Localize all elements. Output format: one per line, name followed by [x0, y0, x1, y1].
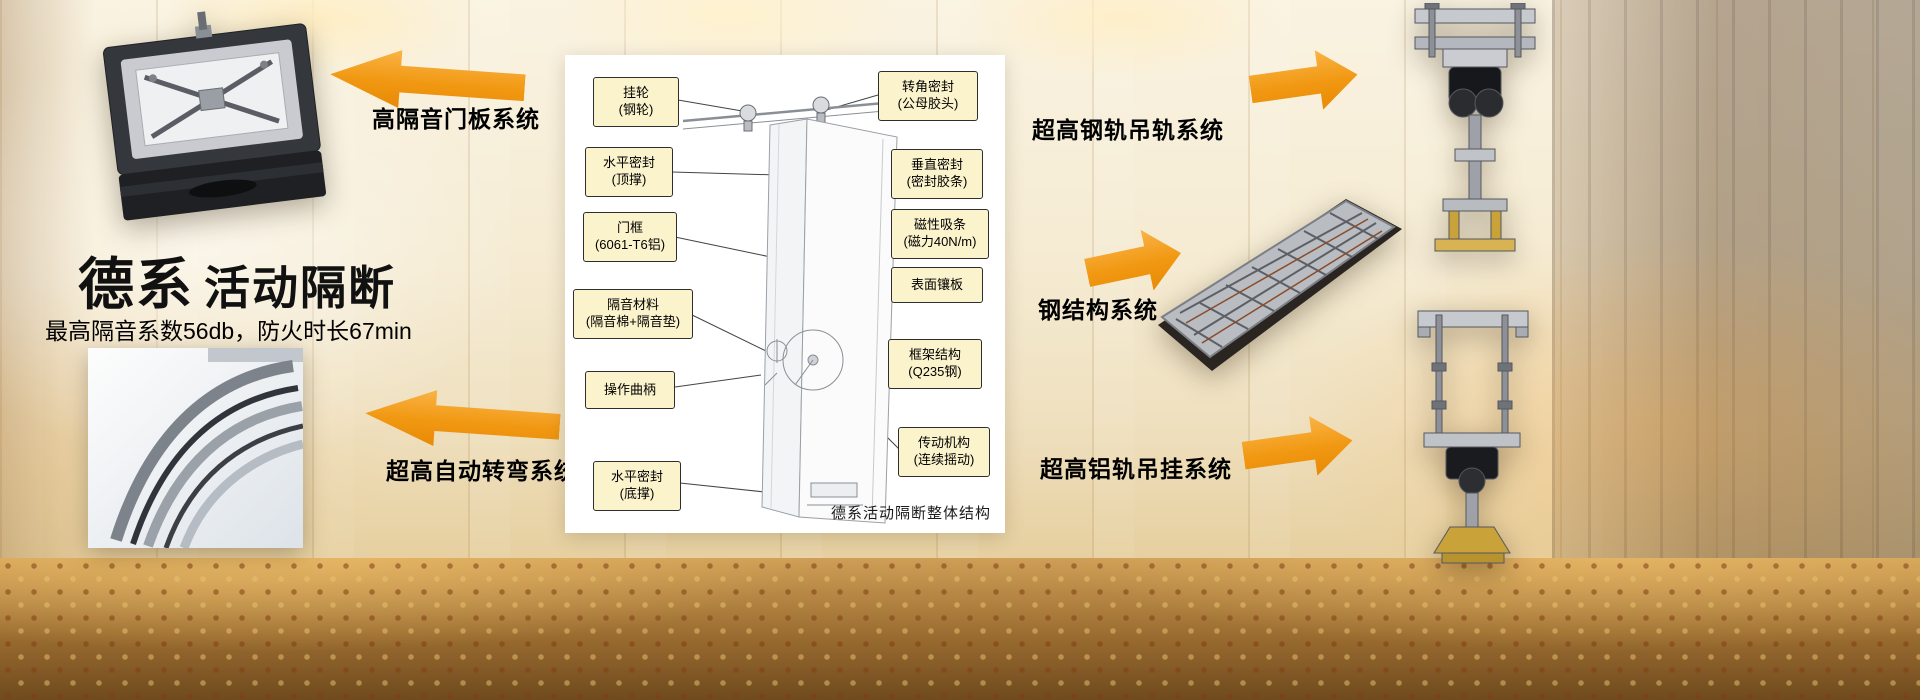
label-steel-structure-system: 钢结构系统: [1038, 297, 1158, 323]
page-title: 德系活动隔断: [78, 240, 396, 321]
door-panel-mechanism-photo: [95, 5, 335, 245]
steel-structure-photo: [1150, 185, 1405, 375]
tagline: 最高隔音系数56db，防火时长67min: [45, 318, 412, 344]
callout-line: (顶撑): [611, 172, 647, 187]
callout-line: (6061-T6铝): [594, 237, 666, 252]
callout-line: (底撑): [619, 486, 655, 501]
callout-surface-panel: 表面镶板: [891, 267, 983, 303]
label-auto-turn-system: 超高自动转弯系统: [386, 458, 578, 484]
callout-line: 操作曲柄: [603, 381, 656, 397]
diagram-caption: 德系活动隔断整体结构: [830, 505, 991, 522]
callout-vertical-seal: 垂直密封 (密封胶条): [891, 149, 983, 199]
partition-structure-diagram: 挂轮 (钢轮) 水平密封 (顶撑) 门框 (6061-T6铝) 隔音材料 (隔音…: [565, 55, 1005, 533]
callout-drive-mechanism: 传动机构 (连续摇动): [898, 427, 990, 477]
brand-name: 德系: [78, 253, 194, 316]
callout-line: 垂直密封: [910, 157, 963, 173]
callout-line: (隔音棉+隔音垫): [585, 314, 681, 329]
label-door-panel-system: 高隔音门板系统: [372, 106, 540, 132]
callout-line: (磁力40N/m): [903, 234, 977, 249]
callout-line: (Q235钢): [908, 364, 962, 379]
callout-horizontal-seal-bottom: 水平密封 (底撑): [593, 461, 681, 511]
callout-line: (密封胶条): [906, 174, 968, 189]
curved-track-photo: [88, 348, 303, 548]
callout-line: (钢轮): [618, 102, 654, 117]
callout-soundproof-material: 隔音材料 (隔音棉+隔音垫): [573, 289, 693, 339]
carpet: [0, 558, 1920, 700]
callout-line: 隔音材料: [606, 297, 659, 313]
label-steel-rail-system: 超高钢轨吊轨系统: [1032, 117, 1224, 143]
callout-line: 框架结构: [908, 347, 961, 363]
callout-line: 磁性吸条: [913, 217, 966, 233]
callout-line: 挂轮: [622, 85, 649, 101]
callout-magnetic-strip: 磁性吸条 (磁力40N/m): [891, 209, 989, 259]
alu-rail-hanger-photo: [1390, 305, 1555, 570]
callout-horizontal-seal-top: 水平密封 (顶撑): [585, 147, 673, 197]
callout-line: 水平密封: [610, 469, 663, 485]
callout-line: 表面镶板: [910, 276, 963, 292]
callout-door-frame: 门框 (6061-T6铝): [583, 212, 677, 262]
callout-line: (连续摇动): [913, 452, 975, 467]
callout-line: (公母胶头): [897, 96, 959, 111]
callout-operating-crank: 操作曲柄: [585, 371, 675, 409]
brand-suffix: 活动隔断: [204, 262, 396, 314]
callout-line: 传动机构: [917, 435, 970, 451]
callout-frame-structure: 框架结构 (Q235钢): [888, 339, 982, 389]
callout-line: 水平密封: [602, 155, 655, 171]
door-line-drawing: [671, 94, 908, 524]
callout-line: 门框: [616, 220, 643, 236]
callout-hanging-wheel: 挂轮 (钢轮): [593, 77, 679, 127]
label-alu-rail-system: 超高铝轨吊挂系统: [1040, 456, 1232, 482]
steel-rail-hanger-photo: [1385, 3, 1565, 258]
callout-line: 转角密封: [901, 79, 954, 95]
callout-corner-seal: 转角密封 (公母胶头): [878, 71, 978, 121]
